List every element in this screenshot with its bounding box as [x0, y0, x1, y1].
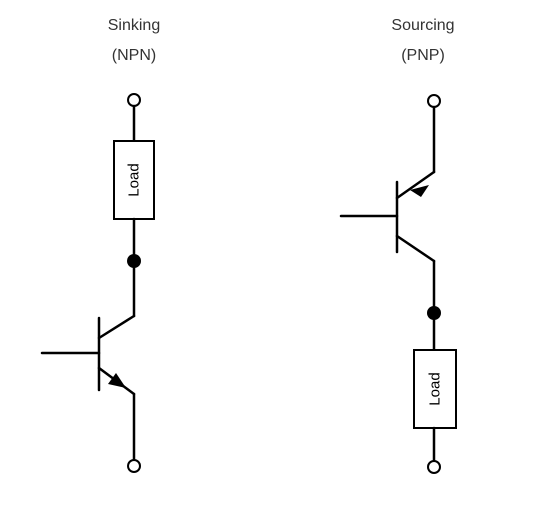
sinking-load-label: Load — [126, 163, 143, 196]
pnp-transistor — [339, 170, 436, 263]
npn-transistor — [40, 314, 136, 396]
sourcing-top-terminal — [427, 94, 441, 108]
sinking-circuit: Sinking (NPN) Load — [40, 17, 160, 473]
sourcing-load-label: Load — [427, 372, 444, 405]
sourcing-load: Load — [413, 349, 457, 429]
sourcing-bottom-terminal — [427, 460, 441, 474]
sourcing-title: Sourcing — [391, 17, 454, 34]
sinking-junction-node — [127, 254, 141, 268]
sinking-load: Load — [113, 140, 155, 220]
sourcing-subtitle: (PNP) — [401, 47, 445, 64]
sinking-top-terminal — [127, 93, 141, 107]
sinking-title: Sinking — [108, 17, 160, 34]
sourcing-circuit: Sourcing (PNP) Load — [339, 17, 457, 474]
pnp-collector-lead — [395, 234, 436, 263]
sinking-subtitle: (NPN) — [112, 47, 156, 64]
pnp-emitter-arrow — [410, 185, 429, 197]
sinking-bottom-terminal — [127, 459, 141, 473]
npn-collector-lead — [97, 314, 136, 340]
npn-emitter-arrow — [108, 373, 126, 388]
sourcing-junction-node — [427, 306, 441, 320]
pnp-emitter-lead — [395, 170, 436, 200]
